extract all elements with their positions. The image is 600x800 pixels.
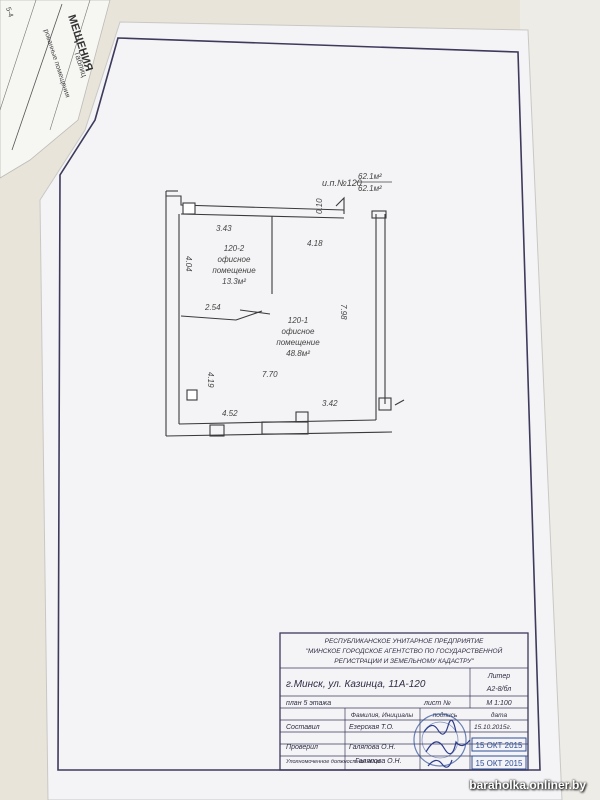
area-total-2: 62.1м² [358, 184, 382, 193]
room-2-area: 48.8м² [286, 349, 310, 358]
liter-value: А2-8/бл [486, 685, 512, 693]
dim-bottom-left: 4.52 [222, 409, 238, 418]
floor-plan [165, 190, 405, 437]
room-1-area: 13.3м² [222, 277, 246, 286]
row-3-name: Галяпова О.Н. [355, 758, 402, 765]
row-1-name: Езерская Т.О. [349, 724, 394, 731]
org-line-1: РЕСПУБЛИКАНСКОЕ УНИТАРНОЕ ПРЕДПРИЯТИЕ [325, 638, 484, 645]
dim-left-lower: 4.19 [206, 372, 215, 388]
sheet-label: лист № [423, 700, 451, 707]
org-line-2: "МИНСКОЕ ГОРОДСКОЕ АГЕНТСТВО ПО ГОСУДАРС… [306, 646, 503, 655]
dim-right: 7.98 [339, 304, 348, 320]
unit-label: и.п.№120 [322, 178, 362, 188]
area-total-1: 62.1м² [358, 172, 382, 181]
partition-horizontal [180, 310, 263, 321]
room-2-line2: помещение [276, 338, 320, 347]
row-2-name: Галяпова О.Н. [349, 744, 396, 751]
drawing-frame [57, 37, 541, 771]
row-3-date: 15 ОКТ 2015 [476, 759, 523, 768]
room-2-number: 120-1 [288, 316, 308, 325]
scale: М 1:100 [486, 700, 511, 707]
dim-left-upper: 4.04 [184, 256, 193, 272]
address: г.Минск, ул. Казинца, 11А-120 [286, 679, 426, 690]
date-stamp-2: 15 ОКТ 2015 [471, 755, 527, 770]
dim-bottom-right: 3.42 [322, 399, 338, 408]
col-name-header: Фамилия, Инициалы [351, 712, 414, 719]
org-line-3: РЕГИСТРАЦИИ И ЗЕМЕЛЬНОМУ КАДАСТРУ" [334, 658, 474, 665]
title-block: РЕСПУБЛИКАНСКОЕ УНИТАРНОЕ ПРЕДПРИЯТИЕ "М… [279, 632, 529, 771]
room-1-line2: помещение [212, 266, 256, 275]
row-3-role: Уполномоченное должностное лицо [285, 759, 380, 765]
room-labels: 120-2 офисное помещение 13.3м² 120-1 офи… [212, 244, 320, 358]
row-2-role: Проверил [286, 744, 318, 751]
liter-label: Литер [487, 673, 510, 680]
official-seal [413, 713, 467, 767]
row-1-date: 15.10.2015г. [474, 724, 512, 731]
dim-top-right: 4.18 [307, 239, 323, 248]
dimension-labels: 3.43 4.04 0.10 4.18 2.54 7.98 4.19 7.70 … [184, 198, 348, 418]
dim-center: 7.70 [262, 370, 278, 379]
dim-top-left: 3.43 [216, 224, 232, 233]
background-sheet: МЕЩЕНИЯ Таблиц рованные помещения 5-4 [0, 0, 111, 179]
row-2-date: 15 ОКТ 2015 [476, 741, 523, 750]
row-1-role: Составил [286, 724, 320, 731]
watermark: baraholka.onliner.by [469, 778, 586, 792]
dim-small-top: 0.10 [315, 198, 324, 214]
wall-top [166, 195, 345, 211]
document-sheet [39, 21, 563, 800]
background-page-number: 5-4 [4, 6, 14, 18]
dim-partition: 2.54 [204, 303, 221, 312]
col-date-header: дата [491, 711, 508, 719]
room-2-line1: офисное [282, 327, 315, 336]
plan-label: план 5 этажа [286, 700, 331, 707]
date-stamp-1: 15 ОКТ 2015 [471, 737, 527, 752]
room-1-number: 120-2 [224, 244, 245, 253]
signature [423, 719, 471, 768]
room-1-line1: офисное [218, 255, 251, 264]
